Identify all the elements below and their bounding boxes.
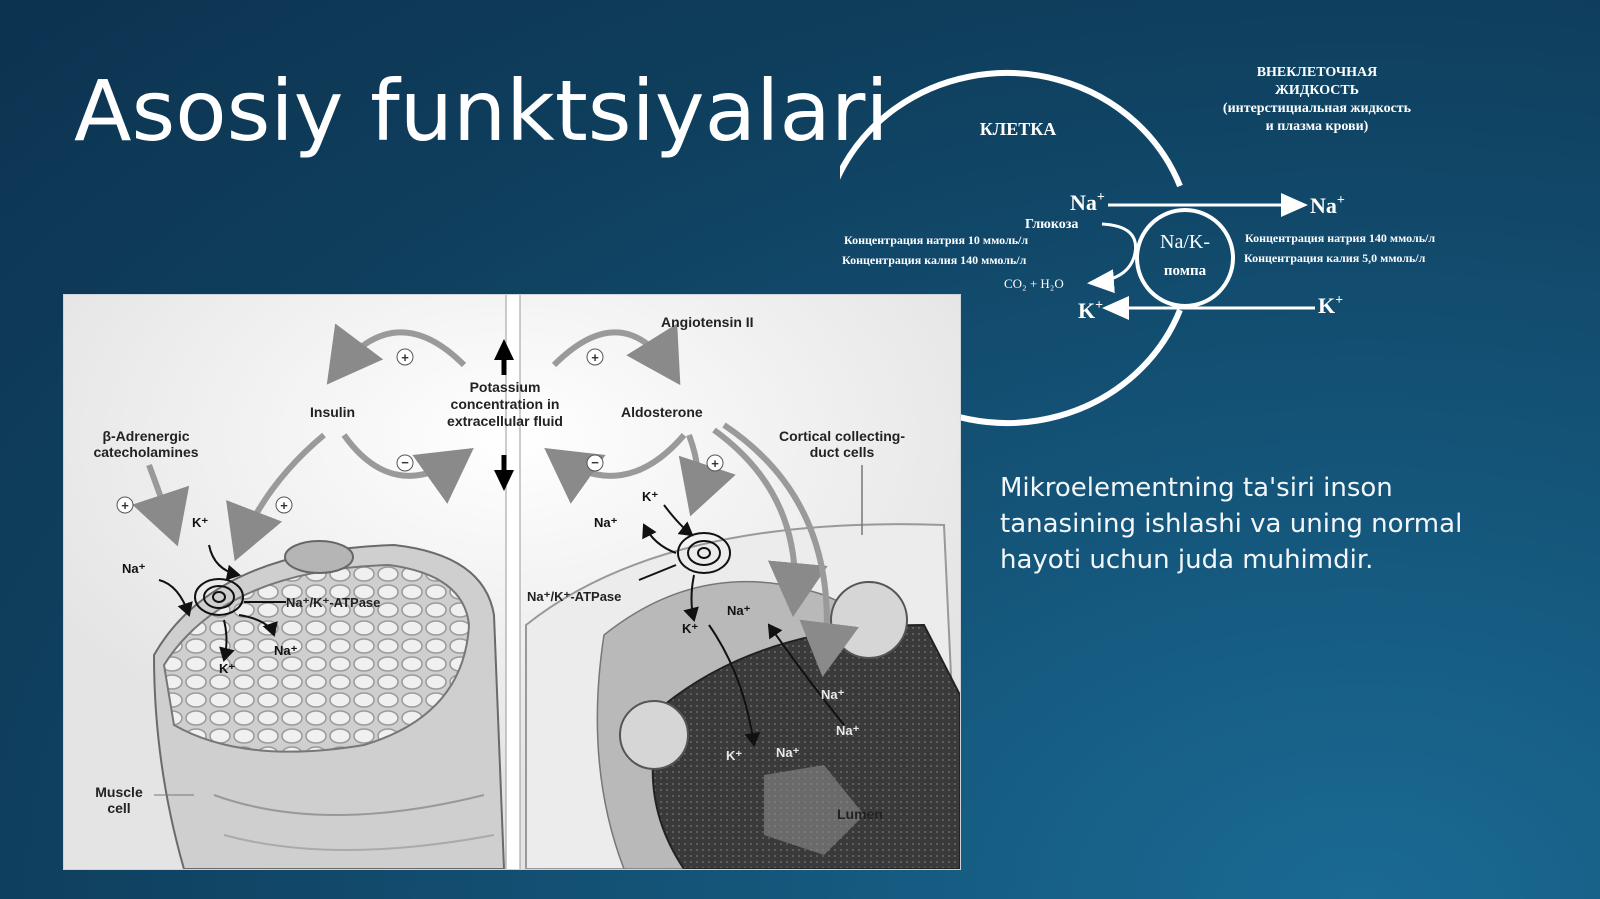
na-ion-label: Na⁺ — [836, 723, 860, 738]
na-ion-label: Na⁺ — [594, 515, 618, 530]
na-k-pump-diagram: Na/K- помпа КЛЕТКА ВНЕКЛЕТОЧНАЯ ЖИДКОСТЬ… — [819, 58, 1520, 438]
svg-text:+: + — [280, 498, 288, 513]
potassium-label: Potassium — [470, 379, 541, 395]
beta-adrenergic-label-2: catecholamines — [93, 444, 198, 460]
slide-caption: Mikroelementning ta'siri inson tanasinin… — [1000, 473, 1463, 575]
na-ion-label: Na⁺ — [727, 603, 751, 618]
atpase-left-label: Na⁺/K⁺-ATPase — [286, 595, 380, 610]
beta-adrenergic-label: β-Adrenergic — [102, 428, 189, 444]
k-ion-label: K⁺ — [726, 748, 742, 763]
svg-text:ВНЕКЛЕТОЧНАЯ: ВНЕКЛЕТОЧНАЯ — [1257, 65, 1378, 80]
pump-circle — [1135, 208, 1235, 308]
potassium-label-3: extracellular fluid — [447, 413, 563, 429]
inside-na-concentration: Концентрация натрия 10 ммоль/л — [844, 233, 1028, 247]
aldosterone-label: Aldosterone — [621, 404, 703, 420]
panel-divider — [506, 295, 520, 869]
lumen-label: Lumen — [837, 806, 883, 822]
na-ion-label: Na⁺ — [821, 687, 845, 702]
k-outside-label: K+ — [1318, 293, 1343, 318]
k-ion-label: K⁺ — [682, 621, 698, 636]
svg-text:+: + — [121, 498, 129, 513]
potassium-up-down-arrows — [494, 339, 514, 491]
na-ion-label: Na⁺ — [274, 643, 298, 658]
svg-text:−: − — [591, 455, 599, 470]
na-ion-label: Na⁺ — [122, 561, 146, 576]
cortical-duct-label: Cortical collecting- — [779, 428, 905, 444]
cortical-duct-label-2: duct cells — [810, 444, 875, 460]
muscle-cell-drawing — [152, 540, 506, 870]
glucose-label: Глюкоза — [1025, 217, 1078, 232]
insulin-label: Insulin — [310, 404, 355, 420]
svg-text:+: + — [711, 456, 719, 471]
atpase-right-label: Na⁺/K⁺-ATPase — [527, 589, 621, 604]
angiotensin-label: Angiotensin II — [661, 314, 754, 330]
na-outside-label: Na+ — [1310, 193, 1345, 218]
svg-text:+: + — [401, 350, 409, 365]
cell-label: КЛЕТКА — [980, 119, 1057, 139]
glucose-arrow — [1087, 222, 1138, 294]
feedback-arrows — [132, 323, 859, 677]
muscle-cell-label: Muscle — [95, 784, 143, 800]
potassium-regulation-figure: + − + − + + + Angiotensin II Potassium c… — [63, 294, 962, 870]
outside-k-concentration: Концентрация калия 5,0 ммоль/л — [1244, 251, 1426, 265]
k-ion-label: K⁺ — [219, 661, 235, 676]
inside-k-concentration: Концентрация калия 140 ммоль/л — [842, 253, 1027, 267]
atpase-spiral-right — [677, 532, 731, 574]
svg-text:−: − — [401, 455, 409, 470]
svg-text:+: + — [591, 350, 599, 365]
outside-na-concentration: Концентрация натрия 140 ммоль/л — [1245, 231, 1435, 245]
na-inside-label: Na+ — [1070, 190, 1105, 215]
k-ion-label: K⁺ — [192, 515, 208, 530]
na-ion-label: Na⁺ — [776, 745, 800, 760]
muscle-cell-label-2: cell — [107, 800, 130, 816]
pump-label: Na/K- — [1160, 231, 1210, 253]
slide-title: Asosiy funktsiyalari — [74, 62, 889, 160]
svg-text:ЖИДКОСТЬ: ЖИДКОСТЬ — [1275, 83, 1359, 98]
extracellular-label: ВНЕКЛЕТОЧНАЯ ЖИДКОСТЬ (интерстициальная … — [1223, 65, 1412, 134]
k-inside-label: K+ — [1078, 298, 1103, 323]
atpase-spiral-left — [194, 578, 244, 616]
potassium-label-2: concentration in — [451, 396, 560, 412]
co2-h2o-label: CO₂ + H₂O — [1004, 276, 1064, 291]
svg-text:и плазма крови): и плазма крови) — [1266, 119, 1369, 134]
k-ion-label: K⁺ — [642, 489, 658, 504]
sign-markers: + − + − + + + — [116, 348, 724, 514]
pump-label-2: помпа — [1164, 263, 1207, 279]
svg-text:(интерстициальная жидкость: (интерстициальная жидкость — [1223, 101, 1412, 116]
